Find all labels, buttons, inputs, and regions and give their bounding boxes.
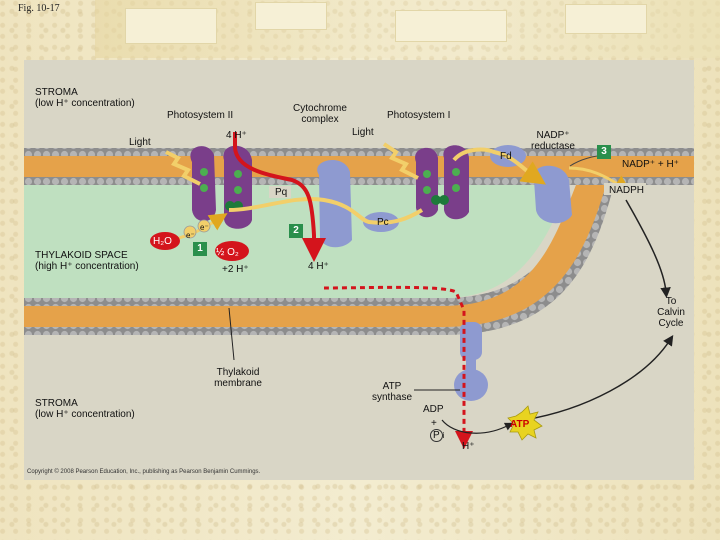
atp-to-calvin-arrow — [523, 334, 674, 421]
water-molecule — [150, 232, 180, 250]
phosphate-subscript: i — [442, 431, 445, 440]
h-bottom-label: H⁺ — [462, 441, 475, 452]
light-left-label: Light — [129, 137, 151, 148]
nadph-label: NADPH — [609, 185, 645, 196]
calvin-cycle-arrow — [625, 199, 671, 298]
electron-label-2: e⁻ — [200, 223, 209, 232]
nadp-plus-h-label: NADP⁺ + H⁺ — [622, 159, 679, 170]
nadp-reductase-label: NADP⁺reductase — [531, 130, 575, 152]
stroma-bottom-label: STROMA(low H⁺ concentration) — [35, 398, 135, 420]
photosystem-i-complex — [415, 145, 469, 220]
copyright-notice: Copyright © 2008 Pearson Education, Inc.… — [27, 469, 261, 475]
decorative-header-pattern — [95, 0, 720, 58]
light-reactions-diagram — [24, 132, 694, 449]
step-1-badge: 1 — [193, 242, 207, 256]
four-h-top-label: 4 H⁺ — [226, 130, 247, 141]
electron-label-1: e⁻ — [186, 231, 195, 240]
proton-gradient-dashed-path — [323, 285, 473, 449]
upper-membrane — [24, 148, 694, 185]
step-2-badge: 2 — [289, 224, 303, 238]
thylakoid-lumen — [24, 185, 569, 298]
photosystem-ii-label: Photosystem II — [167, 110, 234, 121]
light-bolt-right-icon — [382, 142, 419, 180]
proton-flow-arrow — [233, 132, 326, 262]
phosphate-symbol: P — [430, 429, 443, 442]
thylakoid-space-label: THYLAKOID SPACE(high H⁺ concentration) — [35, 250, 139, 272]
figure-label: Fig. 10-17 — [18, 3, 60, 14]
electron-dot-1 — [183, 225, 197, 239]
thylakoid-membrane-pointer — [228, 307, 235, 361]
pq-label: Pq — [275, 187, 288, 198]
pq-label-box — [269, 186, 291, 198]
electron-flow-path — [228, 147, 536, 225]
light-right-label: Light — [352, 127, 374, 138]
lower-membrane — [24, 185, 614, 335]
oxygen-molecule — [215, 241, 249, 261]
half-o2-label: ½ O₂ — [216, 247, 239, 258]
light-bolt-left-icon — [165, 150, 201, 186]
four-h-lumen-label: 4 H⁺ — [308, 261, 329, 272]
step-3-badge: 3 — [597, 145, 611, 159]
atp-star-icon — [507, 405, 543, 441]
h2o-label: H₂O — [153, 236, 172, 247]
fd-label: Fd — [500, 151, 512, 162]
nadp-reductase-complex — [533, 165, 572, 224]
stroma-top-label: STROMA(low H⁺ concentration) — [35, 87, 135, 109]
electron-dot-2 — [197, 219, 211, 233]
plus-label: + — [431, 418, 437, 429]
photosystem-i-label: Photosystem I — [387, 110, 451, 121]
atp-label: ATP — [510, 419, 530, 430]
adp-label: ADP — [423, 404, 444, 415]
two-h-label: +2 H⁺ — [222, 264, 249, 275]
adp-to-atp-arrow — [441, 419, 514, 434]
pc-label: Pc — [377, 217, 389, 228]
nadph-label-box — [604, 183, 646, 195]
